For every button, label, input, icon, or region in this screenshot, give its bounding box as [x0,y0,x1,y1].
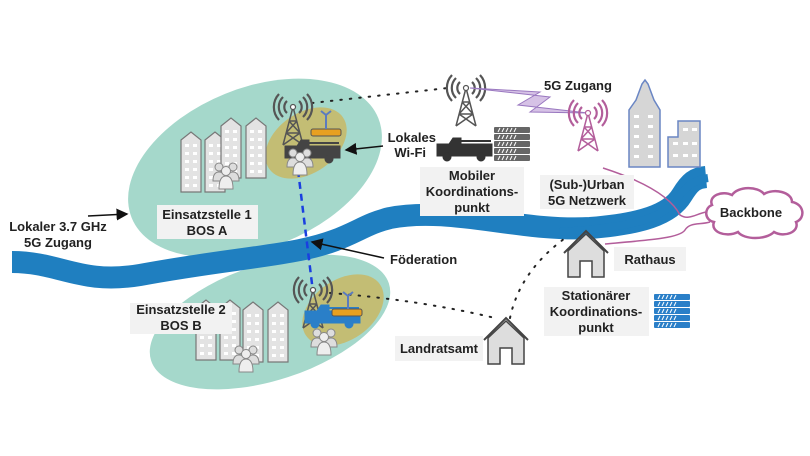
server-icon [653,293,691,329]
label-federation: Föderation [390,252,457,267]
label-site2-1: Einsatzstelle 2 [136,302,226,317]
label-mobile-cp-1: Mobiler [449,168,495,183]
label-site1-2: BOS A [187,223,228,238]
arrow-federation [310,238,385,259]
urban-buildings [628,78,701,168]
label-urban-2: 5G Netzwerk [548,193,627,208]
buildings-site1 [180,131,202,193]
label-local-access-2: 5G Zugang [24,235,92,250]
label-stationary-cp-2: Koordinations- [550,304,642,319]
federation-link [296,169,315,293]
label-urban-1: (Sub-)Urban [549,177,624,192]
label-mobile-cp-3: punkt [454,200,490,215]
arrow-local-access [87,208,129,221]
label-stationary-cp-1: Stationärer [562,288,631,303]
label-mobile-cp-2: Koordinations- [426,184,518,199]
router-icon [331,308,363,317]
label-rathaus: Rathaus [624,252,675,267]
label-local-access-1: Lokaler 3.7 GHz [9,219,107,234]
label-wifi-1: Lokales [388,130,436,145]
house-icon-landratsamt [483,317,529,365]
link-site1-mobile [311,87,449,104]
label-landratsamt: Landratsamt [400,341,479,356]
tower-icon-urban [567,98,609,153]
label-5g-access: 5G Zugang [544,78,612,93]
label-stationary-cp-3: punkt [578,320,614,335]
label-wifi-2: Wi-Fi [394,145,426,160]
label-backbone: Backbone [720,205,782,220]
arrow-wifi [344,142,384,155]
router-icon [310,128,342,137]
label-site2-2: BOS B [160,318,201,333]
label-site1-1: Einsatzstelle 1 [162,207,252,222]
backbone-cloud [705,186,804,240]
fire-truck-icon [436,137,493,162]
link-landratsamt-rathaus [509,235,569,319]
rathaus-backbone-link [604,221,711,245]
tower-icon-mobile [445,73,487,128]
server-icon [493,126,531,162]
